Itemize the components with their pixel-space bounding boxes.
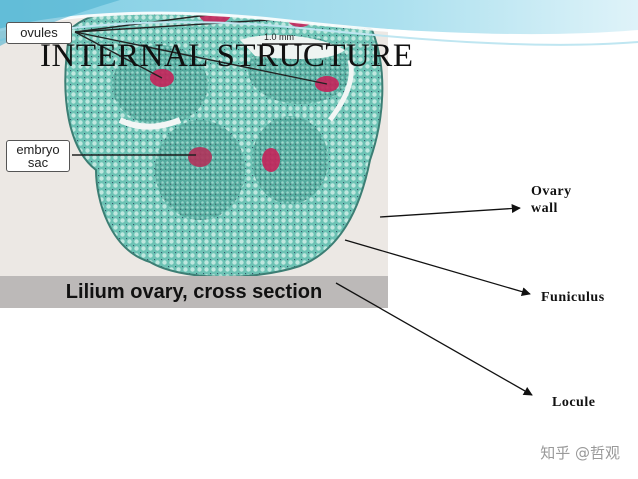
ovary-wall-label-line1: Ovary — [531, 184, 572, 199]
locule-arrow — [335, 282, 533, 396]
micrograph-caption: Lilium ovary, cross section — [0, 276, 388, 308]
funiculus-arrow — [344, 239, 531, 297]
ovary-wall-label-line2: wall — [531, 201, 558, 216]
ovary-wall-arrow — [379, 203, 521, 218]
watermark-text: 知乎 @哲观 — [540, 444, 620, 462]
embryo-sac-callout: embryo sac — [6, 140, 70, 172]
ovules-callout: ovules — [6, 22, 72, 44]
slide-title: INTERNAL STRUCTURE — [40, 38, 414, 74]
header-wave-decoration — [0, 0, 638, 46]
ovary-wall-label: Ovary wall — [531, 183, 572, 217]
scale-bar-label: 1.0 mm — [264, 32, 295, 42]
ovules-callout-label: ovules — [20, 25, 58, 40]
embryo-sac-callout-line2: sac — [27, 155, 49, 170]
funiculus-label: Funiculus — [541, 290, 605, 305]
locule-label: Locule — [552, 395, 596, 410]
embryo-sac-callout-line1: embryo — [16, 142, 60, 157]
